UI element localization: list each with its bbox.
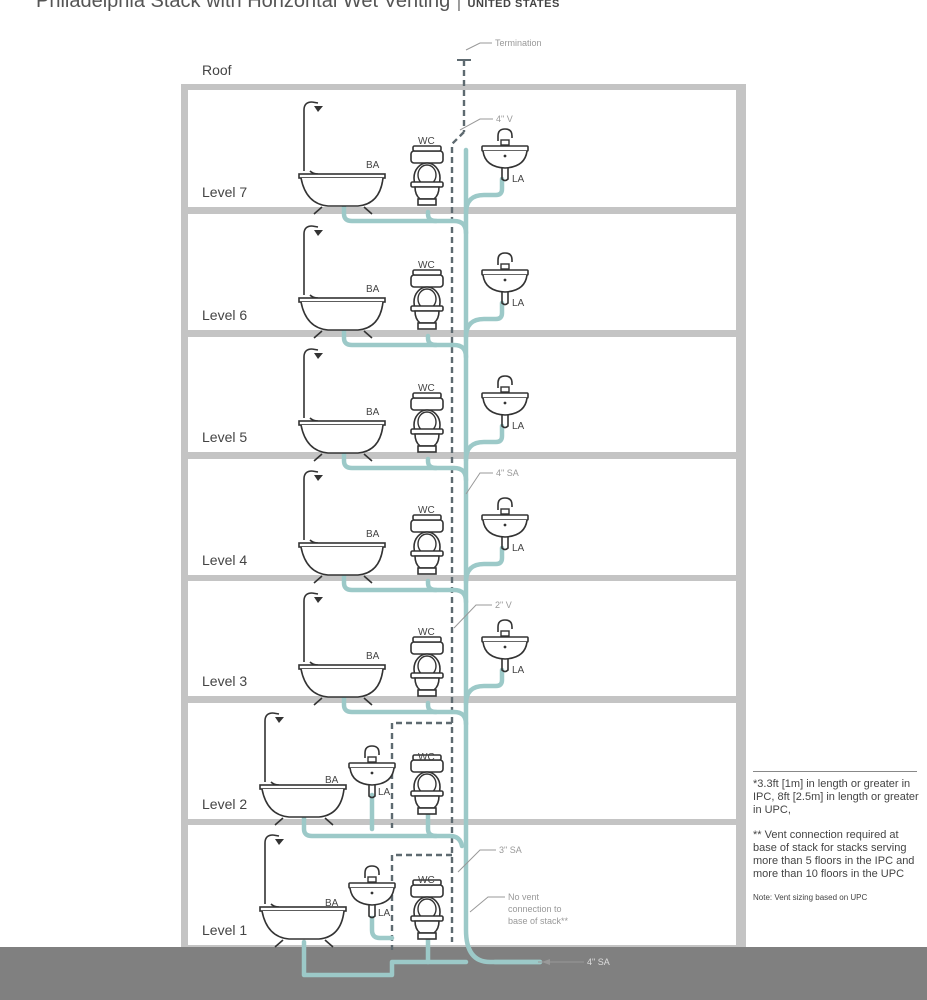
level-7-toilet-drain — [425, 209, 439, 224]
diagram-title: Philadelphia Stack with Horizontal Wet V… — [36, 0, 927, 13]
level-5-lavatory-label: LA — [512, 421, 525, 432]
level-2-toilet-label: WC — [418, 752, 435, 763]
callout-no-vent-2: connection to — [508, 904, 562, 914]
vent-stack — [450, 131, 465, 942]
level-1-toilet-label: WC — [418, 875, 435, 886]
level-3-toilet-drain — [425, 700, 439, 715]
level-3-bathtub-label: BA — [366, 651, 380, 662]
title-separator: | — [456, 0, 462, 12]
callout-no-vent-1: No vent — [508, 892, 540, 902]
level-4-lavatory-label: LA — [512, 543, 525, 554]
callout-vent-2in: 2" V — [495, 600, 512, 610]
level-6-toilet-label: WC — [418, 260, 435, 271]
level-5-toilet-label: WC — [418, 383, 435, 394]
level1-relief-vent — [390, 853, 452, 950]
room-level-5 — [188, 337, 736, 452]
ground-slab — [0, 947, 927, 1000]
level-4-label: Level 4 — [202, 552, 247, 568]
notes-divider — [753, 771, 917, 772]
level-5-bathtub-label: BA — [366, 407, 380, 418]
level-6-bathtub-label: BA — [366, 284, 380, 295]
level-3-toilet-label: WC — [418, 627, 435, 638]
title-region: UNITED STATES — [467, 0, 560, 10]
code-notes: *3.3ft [1m] in length or greater in IPC,… — [753, 771, 923, 915]
floor-rooms — [188, 90, 736, 945]
level-3-lavatory-label: LA — [512, 665, 525, 676]
level-2-lavatory-label: LA — [378, 787, 391, 798]
vent-piping — [390, 60, 466, 950]
roof-label: Roof — [202, 62, 232, 78]
level-7-lavatory-label: LA — [512, 174, 525, 185]
drain-piping — [301, 147, 543, 978]
callout-building-drain-4in-sa: 4" SA — [587, 957, 610, 967]
level2-relief-vent — [390, 721, 452, 828]
level-6-label: Level 6 — [202, 307, 247, 323]
note-vent-sizing: Note: Vent sizing based on UPC — [753, 893, 868, 902]
level-2-toilet-drain — [425, 808, 439, 839]
level-7-label: Level 7 — [202, 184, 247, 200]
level-1-lavatory-drain — [369, 915, 395, 941]
level-2-bathtub-label: BA — [325, 775, 339, 786]
level-3-label: Level 3 — [202, 673, 247, 689]
fixtures: Level 7 Level 6 Level 5 Level 4 Level 3 Level… — [202, 101, 529, 948]
room-level-3 — [188, 581, 736, 696]
callout-vent-4in: 4" V — [496, 114, 513, 124]
level-5-label: Level 5 — [202, 429, 247, 445]
level-7-bathtub-label: BA — [366, 160, 380, 171]
callout-3in-sa: 3" SA — [499, 845, 522, 855]
drain-stack — [463, 147, 543, 965]
level-4-toilet-label: WC — [418, 505, 435, 516]
level-1-label: Level 1 — [202, 922, 247, 938]
note-wet-vent-length: *3.3ft [1m] in length or greater in IPC,… — [753, 778, 919, 816]
room-level-4 — [188, 459, 736, 575]
level-4-bathtub-label: BA — [366, 529, 380, 540]
level-7-toilet-label: WC — [418, 136, 435, 147]
note-base-vent: ** Vent connection required at base of s… — [753, 829, 915, 880]
callout-no-vent-3: base of stack** — [508, 916, 569, 926]
level-6-lavatory-label: LA — [512, 298, 525, 309]
level-1-bathtub-drain — [301, 939, 469, 978]
level-5-toilet-drain — [425, 456, 439, 471]
level-2-bathtub-drain — [301, 815, 465, 849]
callout-stack-4in-sa: 4" SA — [496, 468, 519, 478]
level-4-toilet-drain — [425, 578, 439, 593]
level-6-toilet-drain — [425, 333, 439, 348]
flow-arrow — [542, 959, 550, 965]
title-main: Philadelphia Stack with Horizontal Wet V… — [36, 0, 451, 12]
level-1-lavatory-label: LA — [378, 908, 391, 919]
room-level-7 — [188, 90, 736, 207]
level-1-bathtub-label: BA — [325, 898, 339, 909]
level-2-label: Level 2 — [202, 796, 247, 812]
room-level-6 — [188, 214, 736, 330]
callout-termination: Termination — [495, 38, 542, 48]
